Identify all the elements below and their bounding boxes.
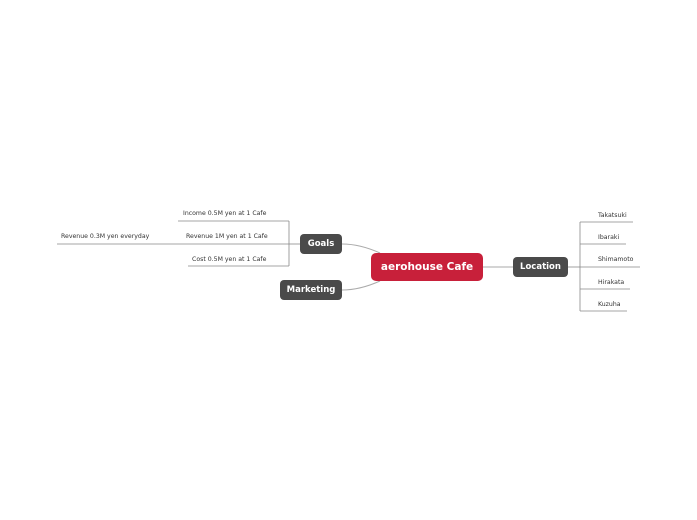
branch-location[interactable]: Location <box>513 257 568 277</box>
connector-central-goals <box>341 243 381 254</box>
goal-revenue[interactable]: Revenue 1M yen at 1 Cafe <box>186 233 268 240</box>
branch-marketing[interactable]: Marketing <box>280 280 342 300</box>
location-shimamoto[interactable]: Shimamoto <box>598 256 634 263</box>
branch-marketing-label: Marketing <box>286 285 336 295</box>
location-takatsuki[interactable]: Takatsuki <box>598 212 627 219</box>
goal-revenue-daily[interactable]: Revenue 0.3M yen everyday <box>61 233 150 240</box>
branch-location-label: Location <box>520 262 561 272</box>
goal-income[interactable]: Income 0.5M yen at 1 Cafe <box>183 210 267 217</box>
branch-goals-label: Goals <box>307 239 335 249</box>
central-topic-label: aerohouse Cafe <box>380 261 474 273</box>
branch-goals[interactable]: Goals <box>300 234 342 254</box>
connector-central-marketing <box>341 280 381 291</box>
location-kuzuha[interactable]: Kuzuha <box>598 301 621 308</box>
location-hirakata[interactable]: Hirakata <box>598 279 625 286</box>
central-topic[interactable]: aerohouse Cafe <box>371 253 483 281</box>
goal-cost[interactable]: Cost 0.5M yen at 1 Cafe <box>192 256 267 263</box>
location-ibaraki[interactable]: Ibaraki <box>598 234 620 241</box>
